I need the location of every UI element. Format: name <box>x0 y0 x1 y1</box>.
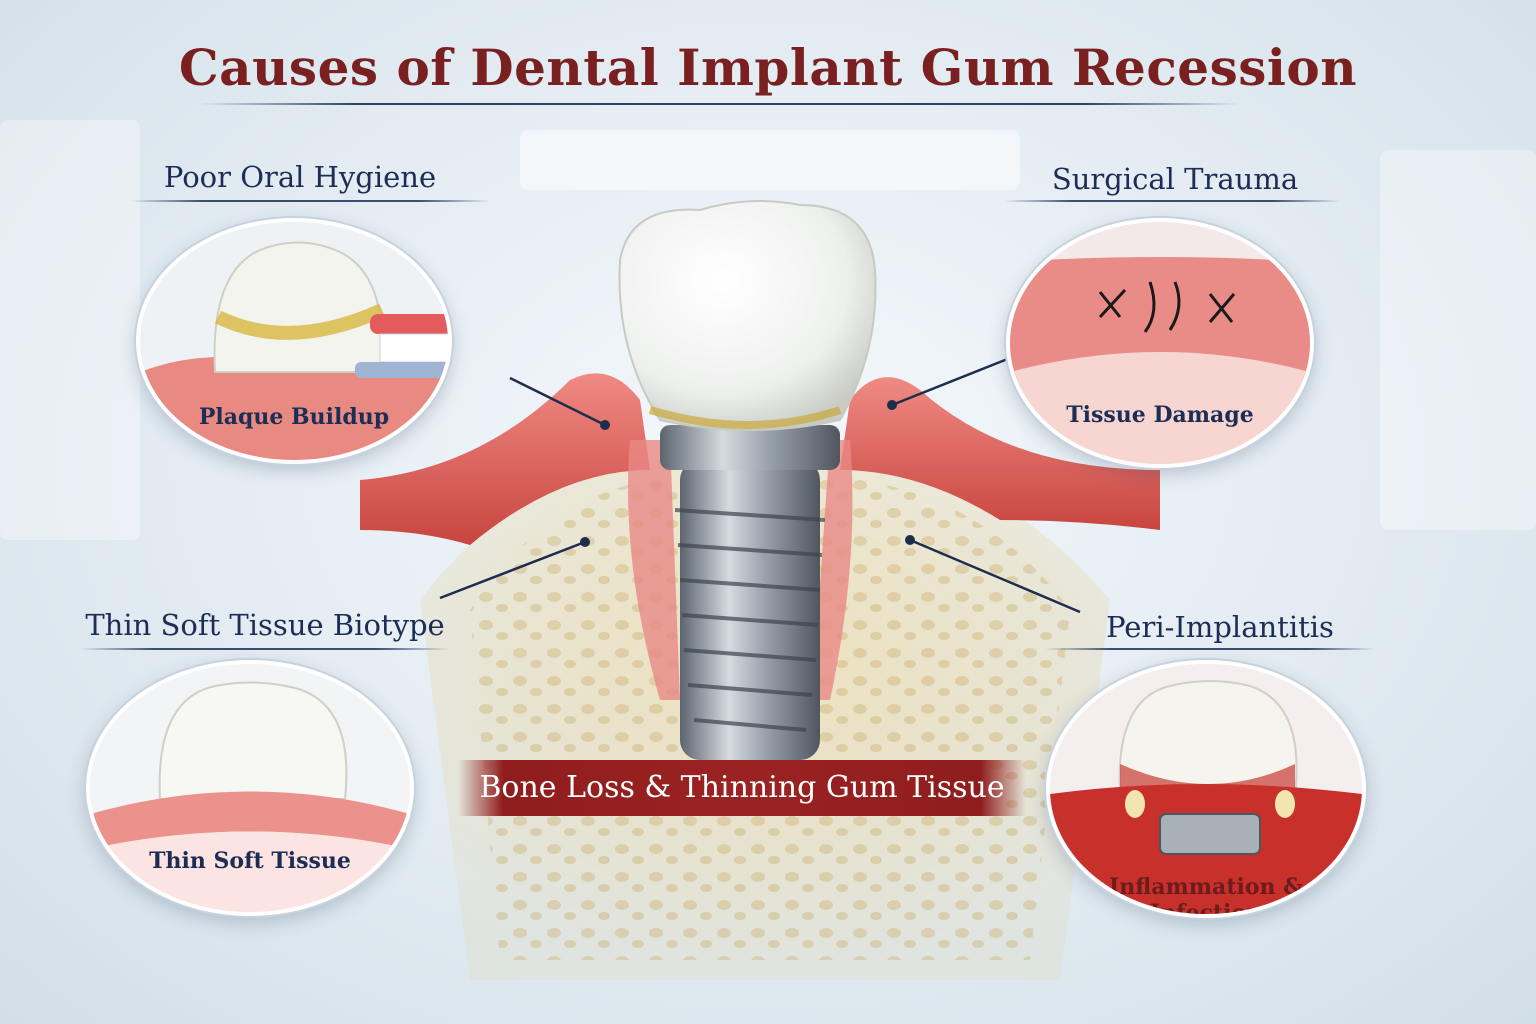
background-window <box>1380 150 1536 530</box>
pointer-line <box>439 540 586 600</box>
title-divider <box>200 103 1240 105</box>
cause-title-surgical-trauma: Surgical Trauma <box>1051 162 1299 196</box>
cause-divider <box>80 648 450 650</box>
circle-caption: Inflammation & Infection <box>1108 874 1304 918</box>
cause-divider <box>1005 200 1340 202</box>
pointer-line <box>509 376 606 427</box>
cause-title-peri-implantitis: Peri-Implantitis <box>1106 610 1334 644</box>
tissue-damage-circle: Tissue Damage <box>1006 218 1314 468</box>
center-label-banner: Bone Loss & Thinning Gum Tissue <box>458 760 1026 816</box>
cause-title-thin-soft-tissue-biotype: Thin Soft Tissue Biotype <box>85 608 445 642</box>
pointer-line <box>909 538 1081 614</box>
background-light <box>520 130 1020 190</box>
cause-divider <box>130 200 490 202</box>
sutured-gum-icon <box>1010 222 1310 464</box>
circle-caption: Tissue Damage <box>1066 402 1254 428</box>
thin-tissue-tooth-icon <box>90 664 410 912</box>
circle-caption: Plaque Buildup <box>198 404 390 430</box>
pointer-line <box>891 356 1011 407</box>
page-title: Causes of Dental Implant Gum Recession <box>178 38 1358 97</box>
cause-title-poor-oral-hygiene: Poor Oral Hygiene <box>163 160 437 194</box>
circle-caption: Thin Soft Tissue <box>149 848 351 874</box>
plaque-tooth-icon <box>140 222 448 460</box>
inflammation-infection-circle: Inflammation & Infection <box>1046 660 1366 918</box>
thin-soft-tissue-circle: Thin Soft Tissue <box>86 660 414 916</box>
plaque-buildup-circle: Plaque Buildup <box>136 218 452 464</box>
background-window <box>0 120 140 540</box>
infected-implant-icon <box>1050 664 1362 914</box>
cause-divider <box>1045 648 1375 650</box>
